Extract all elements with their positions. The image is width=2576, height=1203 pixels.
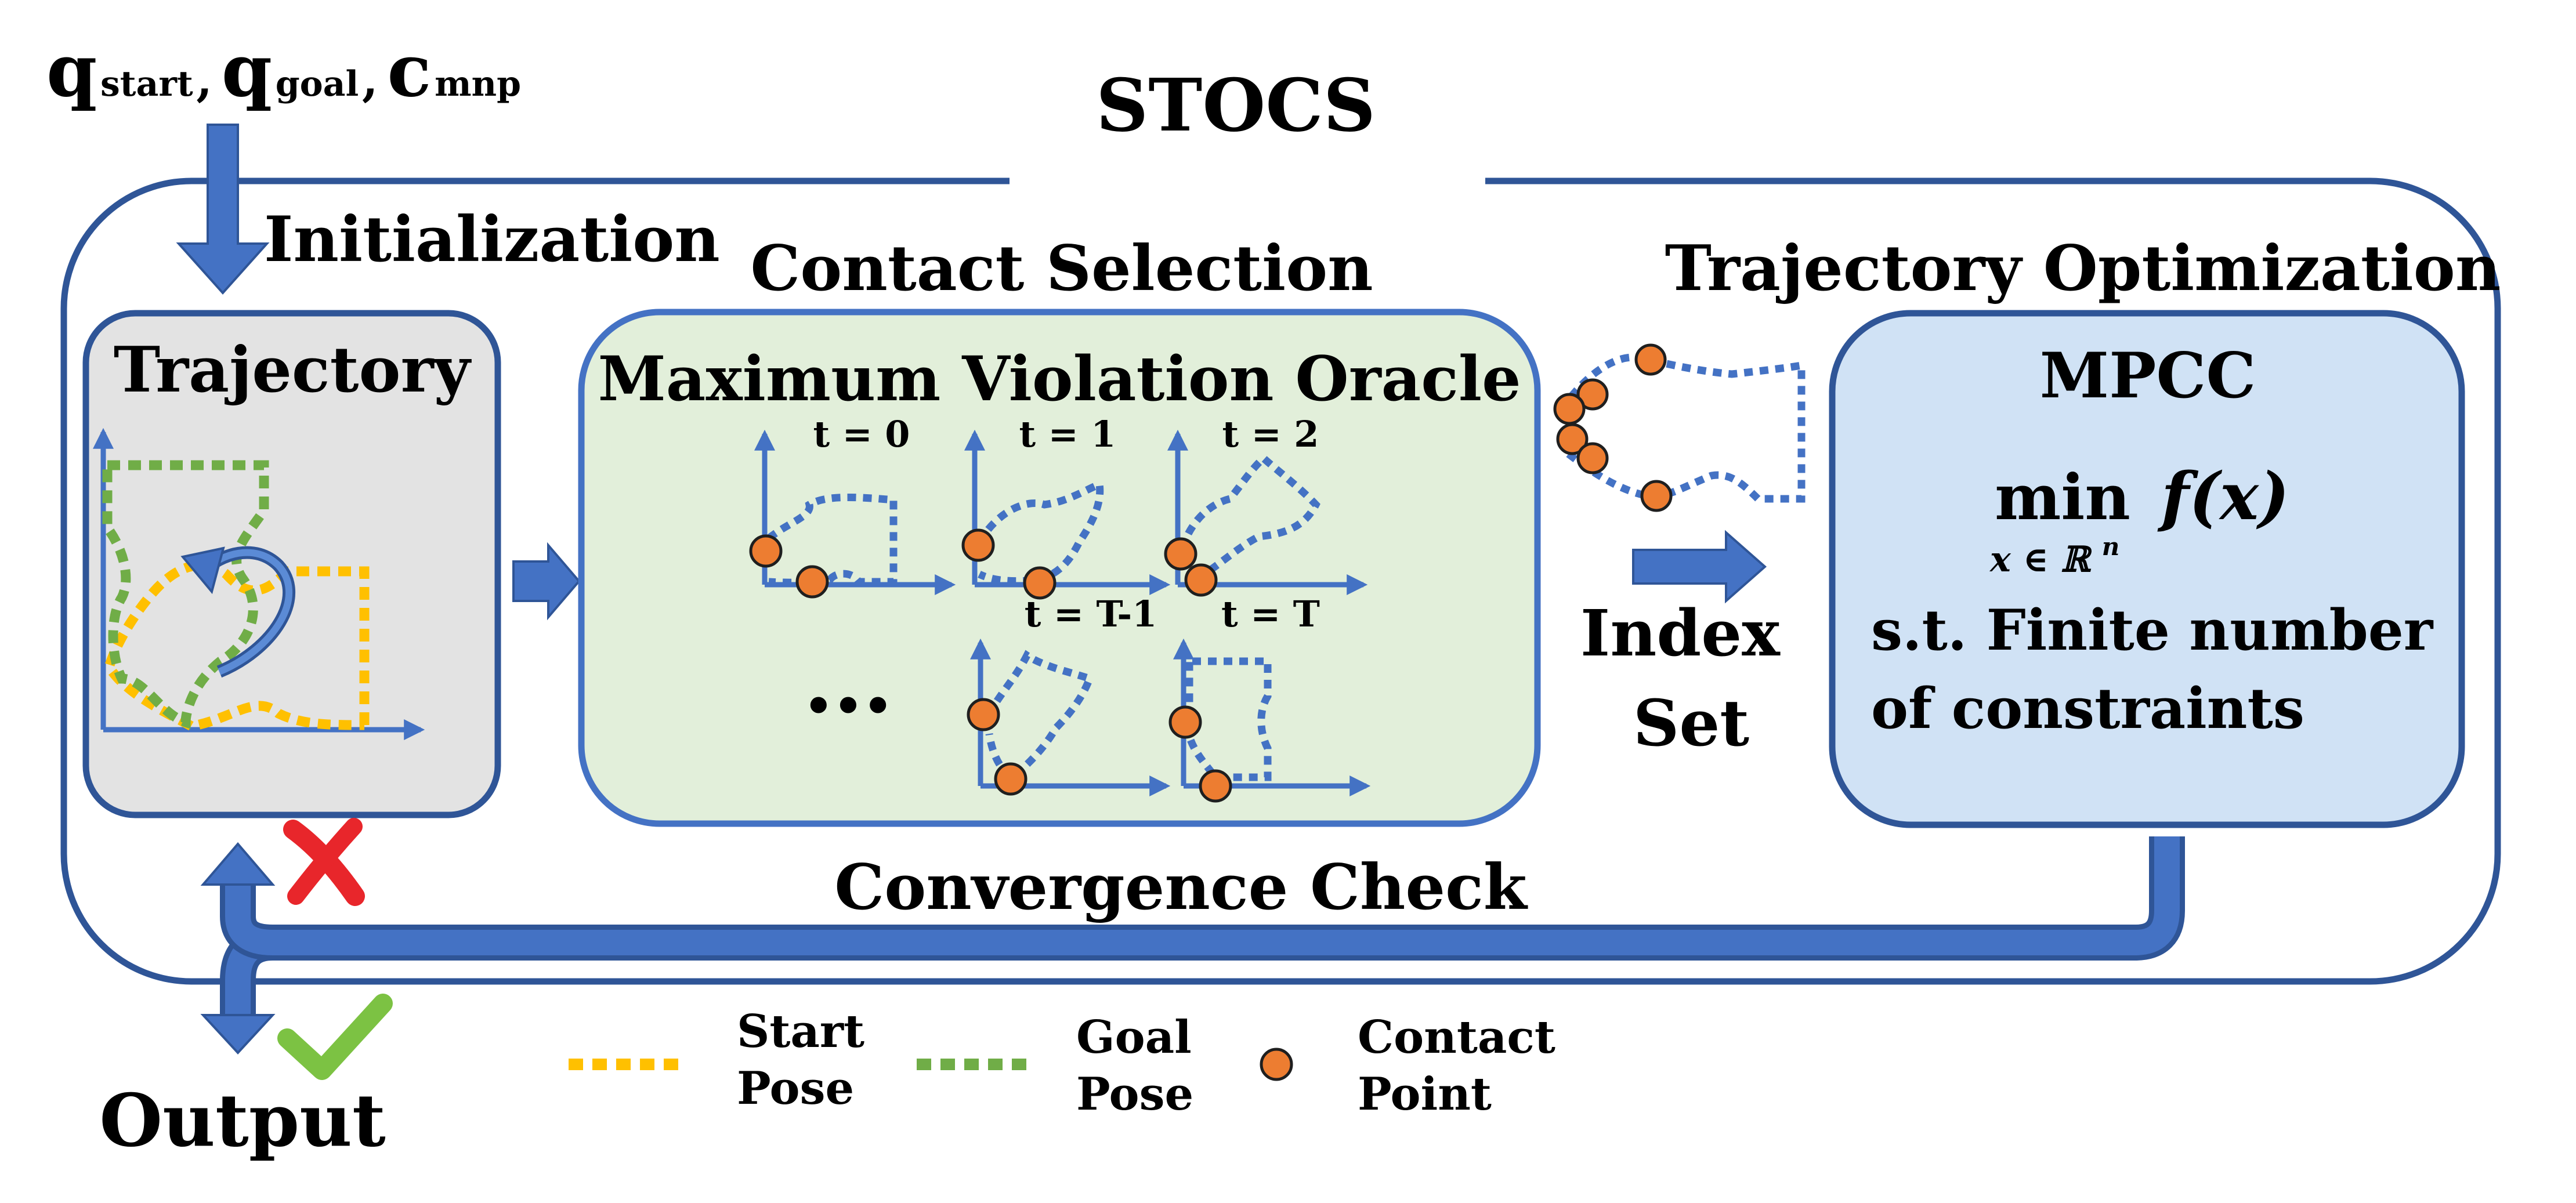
mpcc-title: MPCC xyxy=(2040,339,2256,412)
red-cross-icon xyxy=(283,818,365,906)
input-separator-1: , xyxy=(196,52,212,107)
contact-point xyxy=(1576,442,1609,474)
oracle-snapshot-t1: t = 1 xyxy=(961,413,1171,600)
title-backing xyxy=(1010,64,1485,197)
legend-contact-line-2: Point xyxy=(1358,1068,1492,1121)
output-arrowhead xyxy=(200,1014,276,1055)
c-mnp-symbol: c xyxy=(387,28,431,113)
contact-point xyxy=(994,762,1027,796)
goal-pose-trajectory xyxy=(102,460,269,729)
min-domain-superscript: n xyxy=(2102,532,2120,561)
contact-point xyxy=(1640,480,1673,512)
index-set-illustration xyxy=(1553,343,1806,512)
objective-function: f(x) xyxy=(2157,459,2289,535)
q-start-subscript: start xyxy=(100,64,193,104)
trajectory-title: Trajectory xyxy=(114,334,472,407)
contact-point xyxy=(1634,343,1667,376)
oracle-snapshot-t0: t = 0 xyxy=(749,413,956,599)
legend-contact-line-1: Contact xyxy=(1358,1011,1555,1064)
contact-point xyxy=(1199,769,1232,803)
trajectory-optimization-label: Trajectory Optimization xyxy=(1665,232,2501,305)
legend-goal-line-2: Pose xyxy=(1076,1068,1193,1121)
time-label: t = 0 xyxy=(813,413,910,455)
arrow-to-oracle xyxy=(512,542,581,621)
time-label: t = 2 xyxy=(1222,413,1319,455)
contact-point xyxy=(1576,378,1609,411)
index-set-line-2: Set xyxy=(1633,686,1749,760)
legend-contact-point-swatch xyxy=(1260,1048,1293,1081)
legend-start-line-2: Pose xyxy=(737,1062,854,1115)
contact-point xyxy=(1168,705,1202,739)
index-set-label: Index Set xyxy=(1580,596,1802,760)
contact-point xyxy=(795,565,829,599)
start-pose-trajectory xyxy=(103,560,370,731)
contact-selection-label: Contact Selection xyxy=(750,232,1373,305)
legend-start-line-1: Start xyxy=(737,1005,864,1058)
oracle-snapshot-tT-1: t = T-1 xyxy=(967,593,1171,796)
retry-arrowhead xyxy=(200,842,276,886)
time-label: t = 1 xyxy=(1019,413,1116,455)
input-symbols: q start , q goal , c mnp xyxy=(46,28,521,113)
trajectory-box xyxy=(82,310,501,818)
index-set-line-1: Index xyxy=(1580,596,1781,671)
contact-point xyxy=(1556,423,1589,455)
contact-point xyxy=(1184,563,1218,597)
oracle-snapshot-tT: t = T xyxy=(1168,593,1371,803)
min-operator: min xyxy=(1995,461,2130,534)
ellipsis: ••• xyxy=(804,679,892,733)
contact-point xyxy=(749,534,783,568)
time-label: t = T-1 xyxy=(1025,593,1157,635)
min-domain-base: x ∈ ℝ xyxy=(1989,539,2093,580)
q-goal-subscript: goal xyxy=(276,64,359,104)
legend-goal-line-1: Goal xyxy=(1076,1011,1192,1064)
c-mnp-subscript: mnp xyxy=(435,64,521,104)
oracle-snapshot-t2: t = 2 xyxy=(1164,413,1368,597)
contact-point xyxy=(1553,393,1586,425)
output-label: Output xyxy=(99,1078,386,1163)
mpcc-box xyxy=(1829,310,2465,828)
q-goal-symbol: q xyxy=(222,28,272,113)
legend-goal-pose-label: Goal Pose xyxy=(1076,1011,1207,1121)
constraint-line-1: s.t. Finite number xyxy=(1871,597,2434,663)
diagram-title: STOCS xyxy=(1096,63,1376,148)
oracle-title: Maximum Violation Oracle xyxy=(598,342,1521,415)
contact-point xyxy=(961,528,995,562)
convergence-check-label: Convergence Check xyxy=(834,851,1528,924)
min-domain: x ∈ ℝ n xyxy=(1989,532,2119,580)
contact-point xyxy=(1023,566,1057,600)
time-label: t = T xyxy=(1221,593,1320,635)
constraint-line-2: of constraints xyxy=(1871,676,2304,741)
trajectory-plot xyxy=(93,427,425,740)
legend: Start Pose Goal Pose Contact Point xyxy=(569,1005,1571,1121)
green-check-icon xyxy=(277,994,393,1080)
oracle-box xyxy=(578,309,1541,827)
q-start-symbol: q xyxy=(46,28,97,113)
input-separator-2: , xyxy=(362,52,378,107)
initialization-label: Initialization xyxy=(264,203,720,276)
contact-point xyxy=(967,698,1000,731)
legend-contact-point-label: Contact Point xyxy=(1358,1011,1571,1121)
legend-start-pose-label: Start Pose xyxy=(737,1005,880,1115)
arrow-to-mpcc xyxy=(1632,530,1767,604)
contact-point xyxy=(1164,537,1197,571)
input-arrow xyxy=(176,124,270,295)
